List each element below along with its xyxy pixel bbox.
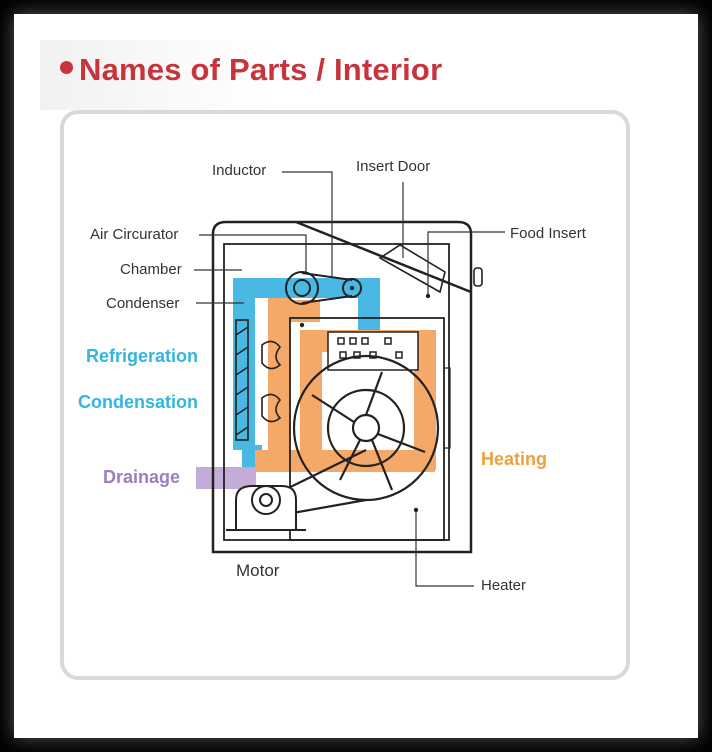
drum-inner (326, 388, 406, 468)
title-background (40, 40, 270, 110)
inductor-leader (282, 171, 333, 278)
slide-title: Names of Parts / Interior (60, 52, 442, 88)
coil-upper (261, 340, 282, 370)
drum-hub (351, 413, 381, 443)
marker-dot (425, 293, 431, 299)
leader-lines (194, 171, 505, 587)
air-circulator-leader (199, 234, 307, 272)
part-markers (299, 285, 431, 513)
label-food-insert: Food Insert (510, 225, 586, 242)
bullet-dot-icon (60, 61, 73, 74)
drum-spoke (311, 394, 355, 423)
board-component (395, 351, 403, 359)
belt-top (301, 272, 353, 281)
label-condensation: Condensation (78, 392, 198, 412)
side-rail (443, 367, 451, 449)
drum-spoke (370, 439, 394, 491)
appliance-outline (211, 220, 483, 554)
food-insert-leader (427, 231, 505, 296)
label-air-circulator: Air Circurator (90, 226, 179, 243)
heating-top-link (268, 300, 320, 322)
condenser-body (235, 319, 249, 441)
refrigeration-right-duct (358, 278, 380, 338)
label-condenser: Condenser (106, 295, 180, 312)
air-circulator-hub (293, 279, 311, 297)
belt-bottom (301, 295, 353, 304)
drum-spoke (377, 432, 426, 454)
condenser-assembly (235, 319, 282, 441)
label-heater: Heater (481, 577, 527, 594)
refrigeration-path (233, 278, 380, 467)
title-text: Names of Parts / Interior (79, 52, 443, 87)
refrigeration-left-duct (233, 280, 255, 450)
label-chamber: Chamber (120, 261, 182, 278)
control-board (327, 331, 419, 371)
marker-dot (413, 507, 419, 513)
marker-dot (349, 285, 355, 291)
refrigeration-top-duct (233, 278, 373, 298)
air-circulator-wheel (285, 271, 319, 305)
air-circulator-assembly (285, 271, 362, 305)
label-motor: Motor (236, 561, 280, 580)
label-refrigeration: Refrigeration (86, 346, 199, 366)
drainage-outlet (196, 467, 256, 489)
drum-assembly (269, 354, 440, 519)
heater-leader (415, 510, 474, 587)
board-component (337, 337, 345, 345)
board-component (384, 337, 392, 345)
heating-right-duct (414, 330, 436, 470)
drum-spoke (339, 439, 361, 481)
food-insert-shape (378, 244, 446, 294)
heating-inner-duct (300, 330, 322, 470)
board-component (349, 337, 357, 345)
cabinet (211, 220, 473, 554)
marker-dot (299, 322, 305, 328)
board-component (353, 351, 361, 359)
motor-hub (259, 493, 273, 507)
label-inductor: Inductor (212, 162, 267, 179)
door-handle (473, 267, 483, 287)
diagram-panel (60, 110, 630, 680)
coil-lower (261, 393, 282, 423)
drum-spoke (364, 371, 384, 416)
label-heating: Heating (481, 449, 548, 469)
inductor-pulley (342, 278, 362, 298)
insert-door-line (295, 220, 472, 294)
label-insert-door: Insert Door (356, 158, 431, 175)
heating-left-duct (268, 298, 290, 463)
board-component (361, 337, 369, 345)
board-component (339, 351, 347, 359)
motor-assembly (226, 485, 306, 531)
condenser-fins (235, 326, 249, 436)
board-component (369, 351, 377, 359)
label-drainage: Drainage (103, 467, 181, 487)
